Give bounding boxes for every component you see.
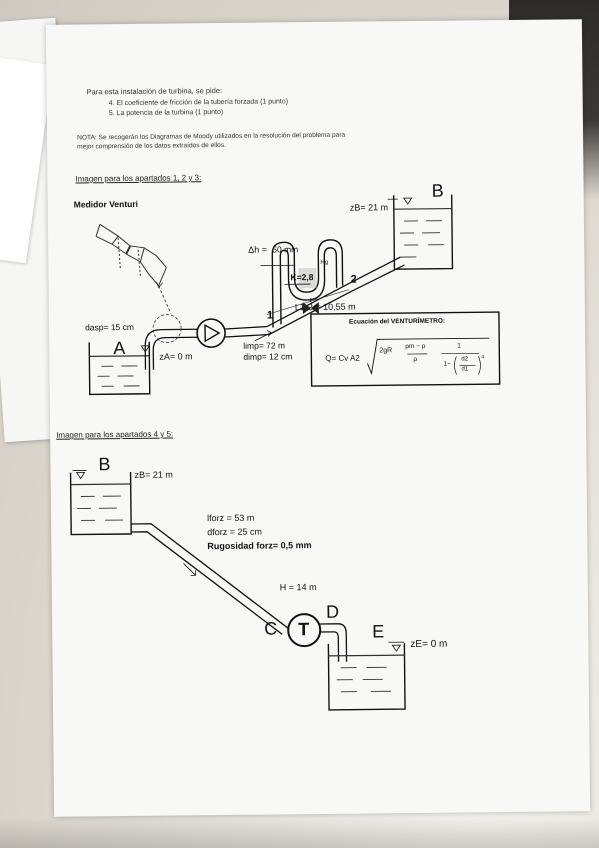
mercury-fill [298,268,317,289]
equation-2gr: 2gR [379,347,393,355]
exam-page: Para esta instalación de turbina, se pid… [45,19,591,817]
dh-label: Δh = [248,244,268,255]
limp-label: limp= 72 m [243,340,286,351]
tank-b-fig2-water [70,483,131,521]
lforz-label: lforz = 53 m [206,512,255,524]
point-2-label: 2 [350,273,357,286]
manometer-u-tube [271,239,344,328]
k-label: K=2,8 [290,272,314,283]
venturi-sketch [95,223,167,286]
ze-label: zE= 0 m [410,638,448,651]
rugosidad-label: Rugosidad forz= 0,5 mm [207,540,312,552]
equation-left: Q= Cv A2 [325,353,360,363]
equation-d1: d1 [461,366,469,373]
label-e: E [372,621,385,642]
turbine-outlet-pipe [320,623,348,662]
label-b-fig1: B [431,180,444,201]
venturi-detail-circle [152,314,182,343]
water-level-marker-b1 [402,197,413,205]
dh-value: 50 mm [272,244,299,255]
tank-b-fig1-water [393,207,452,258]
tank-a [88,341,151,396]
tank-e [327,643,406,711]
equation-one-minus: 1− [443,360,451,368]
label-a: A [113,338,126,359]
l12-label: L1-2 = 10,55 m [294,301,356,313]
zb-fig1: zB= 21 m [349,202,389,213]
equation-box [310,311,501,387]
penstock-pipe [131,523,289,635]
dasp-label: dasp= 15 cm [84,321,134,333]
equation-d2: d2 [461,356,469,363]
pump-triangle [204,323,221,343]
dforz-label: dforz = 25 cm [207,526,263,538]
h-label: H = 14 m [279,582,317,593]
fig2-heading: Imagen para los apartados 4 y 5: [56,429,174,440]
equation-exponent: 4 [481,354,485,361]
tank-b-fig1 [392,194,454,270]
suction-pipe [144,328,198,370]
dimp-label: dimp= 12 cm [243,351,293,362]
equation-denominator: ρ [413,355,418,363]
water-level-marker-e [391,644,402,652]
tank-b-fig2 [69,471,132,536]
equation-sqrt [367,337,490,376]
pump-circle [196,318,226,348]
bottom-shadow [0,818,599,848]
figure-drawings [69,194,501,711]
point-1-label: 1 [266,309,274,322]
label-d: D [325,601,340,622]
za-label: zA= 0 m [159,351,193,362]
hg-label: Hg [320,259,329,266]
water-level-marker-b2 [75,472,86,480]
label-b-fig2: B [98,454,111,475]
equation-title: Ecuación del VENTURÍMETRO: [348,317,446,326]
tank-e-water [328,654,405,693]
l12-dimension-line [266,289,349,315]
turbine-circle [287,613,322,648]
label-c: C [264,618,278,639]
label-t: T [298,619,310,640]
tank-a-water-lines [89,355,150,387]
equation-numerator: ρm − ρ [405,342,426,351]
valve-k [302,301,319,315]
equation-one: 1 [457,342,461,350]
zb-fig2: zB= 21 m [134,469,173,480]
venturi-pointer-line [158,285,172,314]
discharge-pipe [225,256,405,338]
